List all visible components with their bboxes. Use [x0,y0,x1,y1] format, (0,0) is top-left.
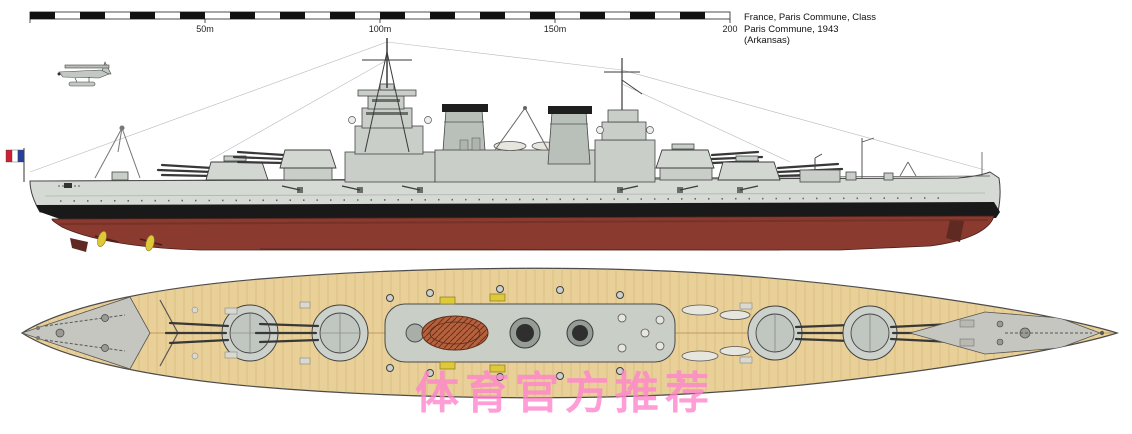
plan-view [20,267,1119,399]
scale-label-150m: 150m [544,24,567,34]
rangefinder [357,89,417,97]
turret-3 [655,143,764,181]
title-block: France, Paris Commune, Class Paris Commu… [744,12,964,47]
casemate-guns [281,185,759,193]
deck-hatches [224,301,753,365]
plan-turret-4 [842,305,960,361]
rudder [946,220,964,242]
propeller-icon [145,234,155,252]
watermark-text: 体育官方推荐 [415,369,715,418]
searchlight-icon [348,116,356,124]
searchlight-icon [596,126,604,134]
hull-shading-line [44,192,986,197]
crane-icon [94,125,141,181]
capstan [55,328,65,338]
scale-bar: 50m 100m 150m 200 [29,11,738,34]
turret-1 [156,155,269,181]
anchor-chain [44,339,126,352]
anchor-icon [58,183,82,188]
stern-deck [908,311,1104,355]
skeg [70,238,88,252]
title-line-3: (Arkansas) [744,35,790,46]
title-line-1: France, Paris Commune, Class [744,12,876,23]
quarterdeck-details [799,137,983,183]
anchor-chain [44,314,126,327]
scale-bar-segments [30,12,705,19]
stern-staff-base [1100,331,1104,335]
aa-positions [386,285,624,381]
searchlight-icon [424,116,432,124]
conning-tower [405,323,425,343]
bow-deck [22,296,151,370]
searchlight-icon [640,328,650,338]
aft-tower [594,58,656,183]
title-line-2: Paris Commune, 1943 [744,23,839,35]
profile-view [5,38,1001,252]
scale-label-100m: 100m [369,24,392,34]
scale-bar-ticks [29,19,731,23]
plan-superstructure [384,303,676,363]
scale-label-200m: 200 [722,24,737,34]
searchlight-icon [617,343,627,353]
aft-funnel [547,106,592,165]
scale-label-50m: 50m [196,24,214,34]
propellers [94,230,163,252]
fore-tower [344,38,436,183]
windlass [101,314,109,322]
bilge-keel [259,248,781,251]
seaplane-icon [57,61,112,87]
profile-lower-hull [51,215,995,251]
turret-2 [232,149,337,181]
plan-turret-3 [747,305,856,361]
boot-topping-stripe [36,202,1000,219]
plan-boats [681,304,751,362]
breakwater [159,299,179,367]
rigging-lines [29,41,986,173]
ship-boat [493,141,527,151]
boat-crane [494,107,526,151]
searchlight-icon [617,313,627,323]
windlass [101,344,109,352]
propeller-icon [97,230,107,248]
waterline-shade [59,219,989,225]
flag-icon [5,148,25,182]
funnel-uptake-grating [422,316,488,350]
searchlight-icon [646,126,654,134]
plan-turret-2 [254,304,369,362]
life-rafts [439,293,506,373]
